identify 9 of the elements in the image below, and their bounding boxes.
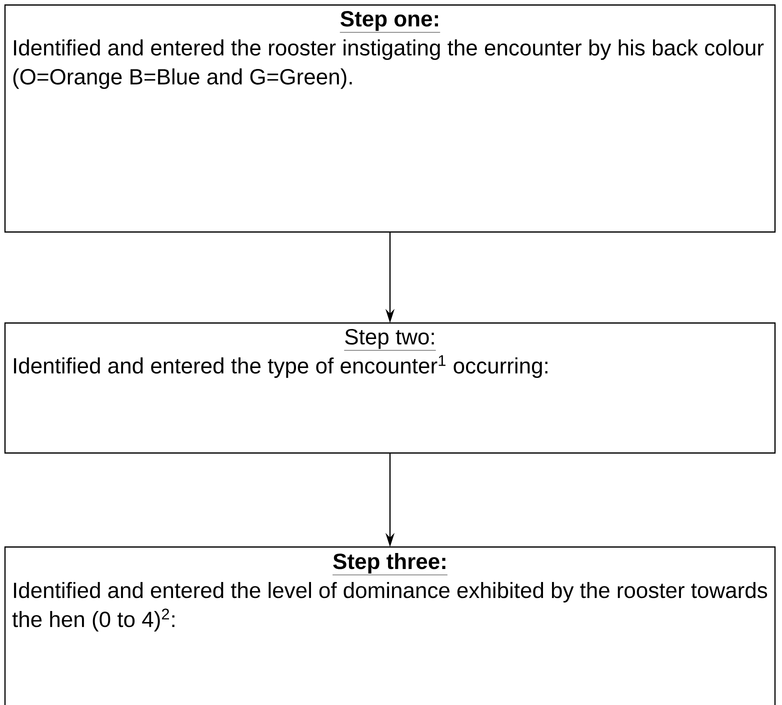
step-box — [4, 4, 776, 233]
step-heading: Step three: — [332, 553, 448, 576]
step-text: Identified and entered the level of dominance exhibited by the rooster towards the hen (0 to 4)$^{2}$: — [12, 582, 768, 632]
step-heading: Step one: — [340, 11, 440, 33]
step-box — [4, 322, 776, 454]
step-text: Identified and entered the type of encounter$^{1}$ occurring: — [14, 355, 548, 378]
step-box — [4, 546, 776, 705]
step-text: Identified and entered the rooster instigating the encounter by his back colour (O=Orange B=Blue and G=Green). — [13, 39, 764, 89]
step-heading: Step two: — [344, 329, 436, 351]
